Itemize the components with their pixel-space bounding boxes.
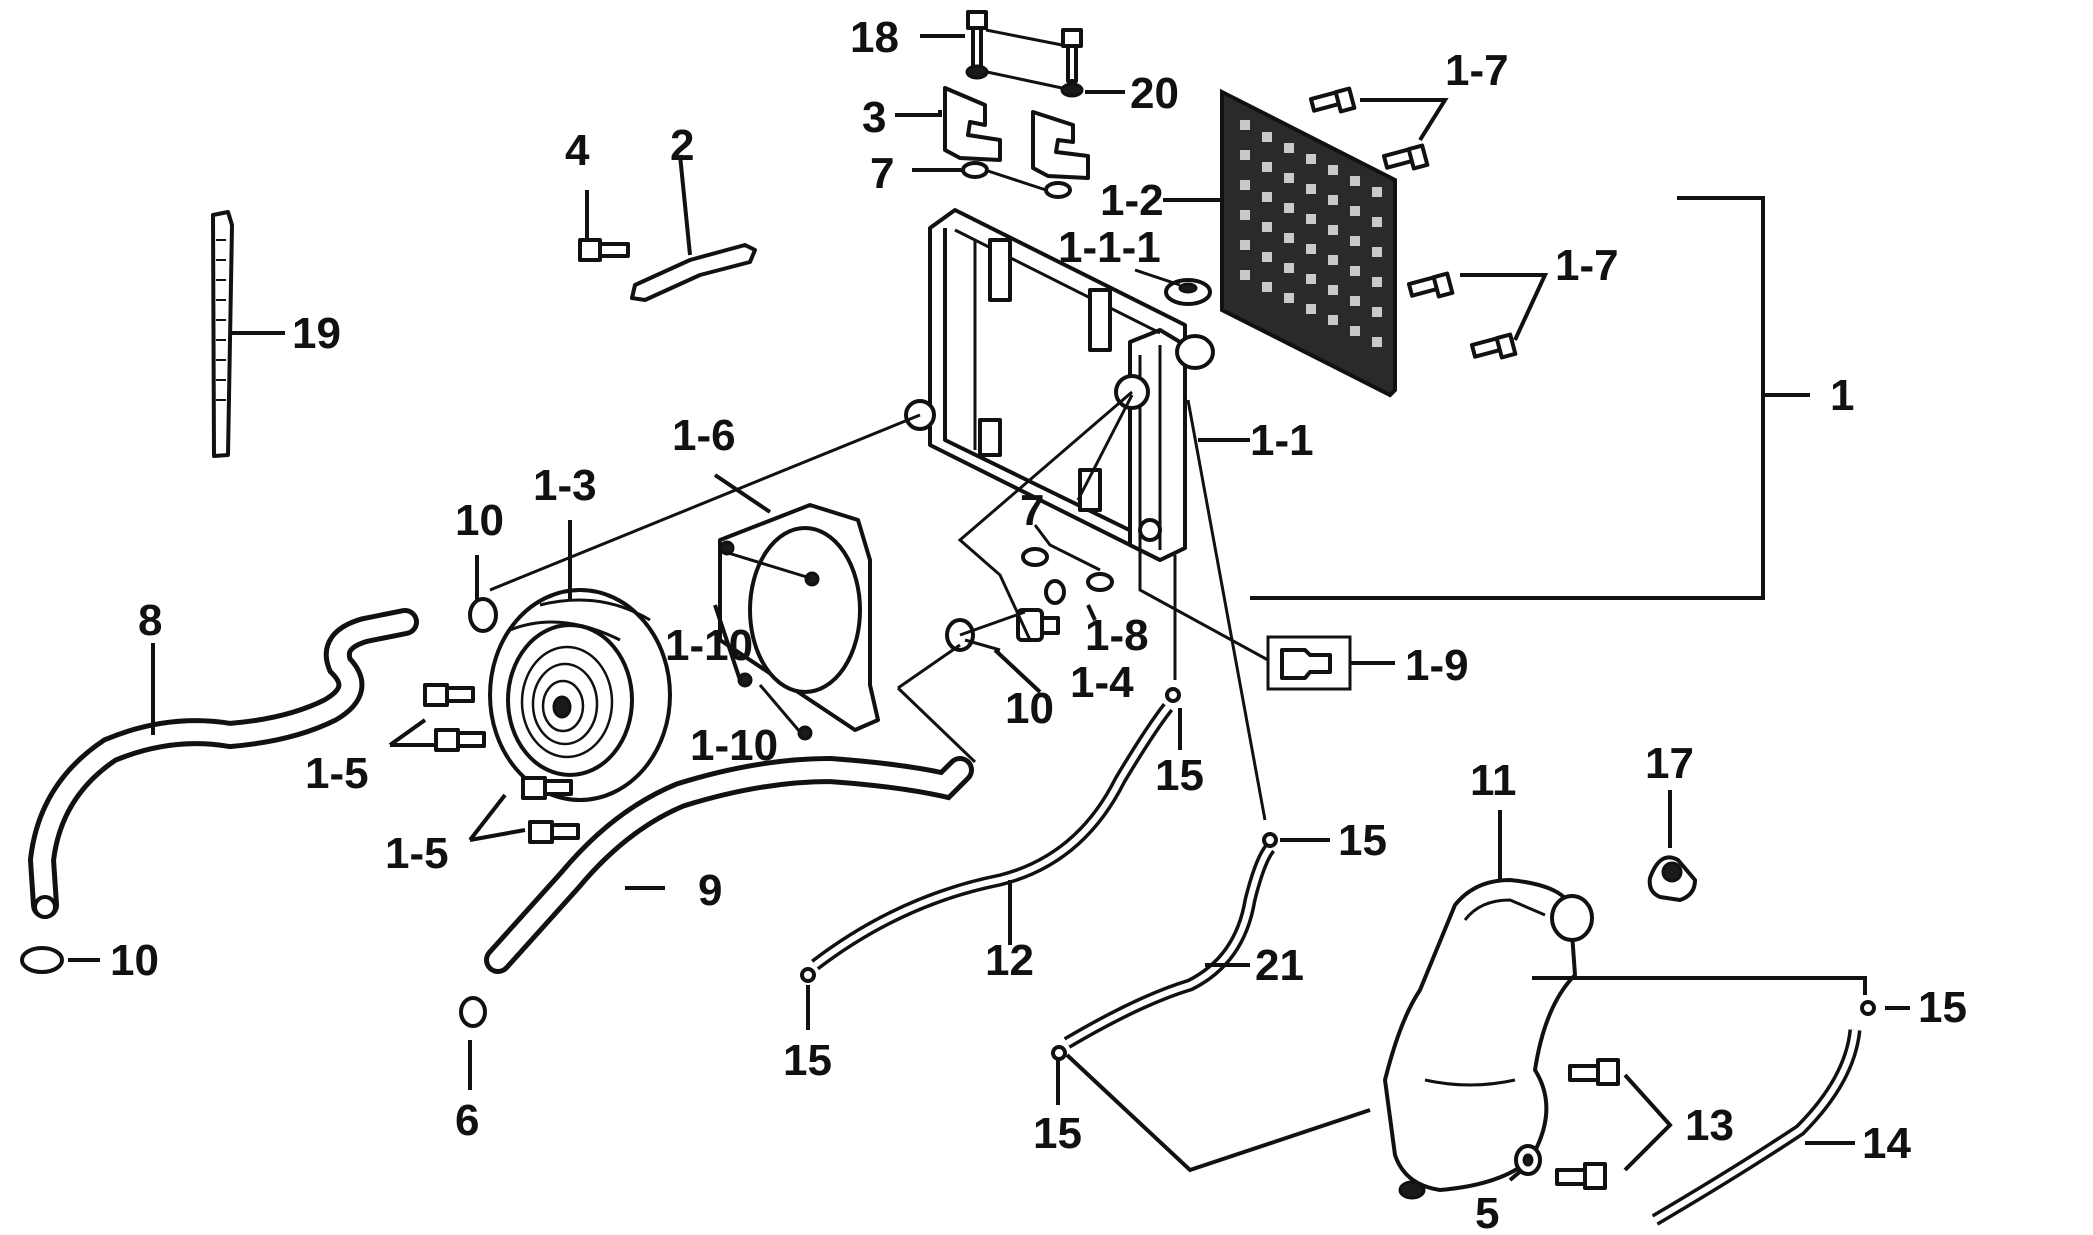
label-8: 8 <box>138 596 162 645</box>
label-15-d: 15 <box>1033 1109 1082 1158</box>
label-1-1: 1-1 <box>1250 416 1314 465</box>
screw-1-10-set <box>719 540 820 741</box>
washer-20-pair <box>965 64 1084 98</box>
label-1-6: 1-6 <box>672 411 736 460</box>
assembly-bracket <box>1250 196 1810 600</box>
label-10-upper: 10 <box>455 496 504 545</box>
label-3: 3 <box>862 93 886 142</box>
label-1-10-lower: 1-10 <box>690 721 778 770</box>
label-10-left: 10 <box>110 936 159 985</box>
cable-tie-19 <box>211 210 234 458</box>
cooling-fan <box>488 588 672 802</box>
label-10-right: 10 <box>1005 684 1054 733</box>
clamp-10-left <box>20 946 64 974</box>
label-12: 12 <box>985 936 1034 985</box>
label-11: 11 <box>1470 756 1517 805</box>
label-15-e: 15 <box>1918 983 1967 1032</box>
bolt-13-pair <box>1555 1058 1620 1190</box>
label-15-a: 15 <box>1155 751 1204 800</box>
label-5: 5 <box>1475 1189 1499 1235</box>
label-15-c: 15 <box>783 1036 832 1085</box>
bolt-18-pair <box>966 10 1083 83</box>
fan-shroud <box>718 503 880 732</box>
hose-9 <box>484 755 974 974</box>
label-18: 18 <box>850 13 899 62</box>
radiator-screen <box>1220 88 1397 398</box>
label-1-10-upper: 1-10 <box>665 621 753 670</box>
bracket-pair <box>943 86 1090 180</box>
plate-2 <box>630 243 757 302</box>
label-19: 19 <box>292 309 341 358</box>
bolt-4 <box>578 238 630 262</box>
label-1-9: 1-9 <box>1405 641 1469 690</box>
label-1-2: 1-2 <box>1100 176 1164 225</box>
radiator <box>904 208 1215 562</box>
washer-7-mid <box>1021 547 1114 592</box>
label-15-b: 15 <box>1338 816 1387 865</box>
part-labels: 1 1-1 1-1-1 1-2 1-3 1-4 1-5 1-5 1-6 1-7 … <box>110 13 1967 1235</box>
reservoir-tank <box>1383 878 1594 1200</box>
label-1-4: 1-4 <box>1070 658 1134 707</box>
bolt-1-5-set <box>423 683 580 844</box>
o-ring-1-8 <box>1044 579 1066 605</box>
label-1-1-1: 1-1-1 <box>1058 223 1161 272</box>
label-1-5-lower: 1-5 <box>385 829 449 878</box>
washer-5 <box>1514 1144 1542 1176</box>
label-1-8: 1-8 <box>1085 611 1149 660</box>
label-2: 2 <box>670 121 694 170</box>
label-1: 1 <box>1830 371 1854 420</box>
label-4: 4 <box>565 126 590 175</box>
label-9: 9 <box>698 866 722 915</box>
drain-plug-box <box>1266 635 1352 691</box>
label-1-7-lower: 1-7 <box>1555 241 1619 290</box>
label-1-7-upper: 1-7 <box>1445 46 1509 95</box>
leader-lines <box>68 34 1910 1182</box>
hose-8 <box>27 608 419 919</box>
label-13: 13 <box>1685 1101 1734 1150</box>
bolt-1-7-set <box>1308 86 1518 360</box>
hose-14 <box>1651 1029 1862 1226</box>
hose-12 <box>811 702 1174 971</box>
label-21: 21 <box>1255 941 1304 990</box>
clamp-15-set <box>800 687 1876 1061</box>
radiator-cap <box>1164 278 1212 306</box>
label-7-lower: 7 <box>1020 486 1044 535</box>
label-17: 17 <box>1645 739 1694 788</box>
cap-17 <box>1647 855 1697 902</box>
label-1-3: 1-3 <box>533 461 597 510</box>
label-20: 20 <box>1130 69 1179 118</box>
label-1-5-upper: 1-5 <box>305 749 369 798</box>
label-6: 6 <box>455 1096 479 1145</box>
label-7-upper: 7 <box>870 149 894 198</box>
clamp-10-upper <box>468 597 498 633</box>
label-14: 14 <box>1862 1119 1911 1168</box>
clamp-6 <box>459 996 487 1028</box>
hose-21 <box>1063 843 1276 1049</box>
